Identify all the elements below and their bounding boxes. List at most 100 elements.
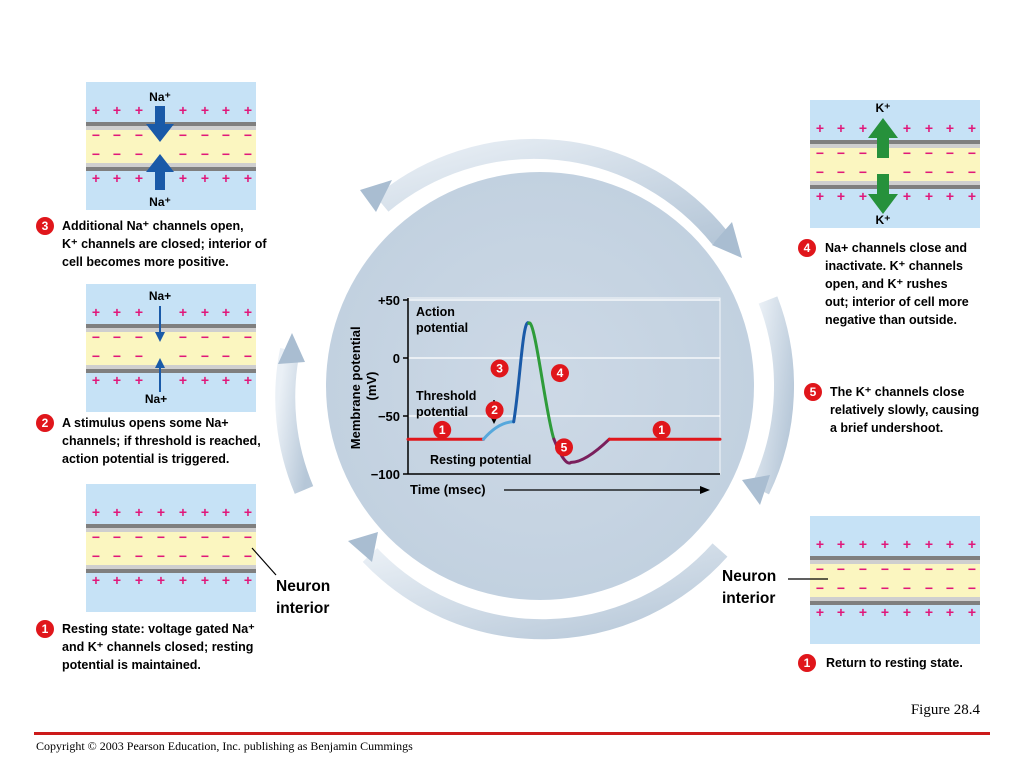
charge-sign: − xyxy=(925,145,933,161)
step2-caption-line: A stimulus opens some Na+ xyxy=(62,416,229,430)
charge-sign: − xyxy=(222,548,230,564)
charge-sign: − xyxy=(179,127,187,143)
charge-sign: − xyxy=(968,164,976,180)
k-outflow-arrows-step4 xyxy=(868,118,898,214)
charge-sign: − xyxy=(903,580,911,596)
charge-sign: + xyxy=(903,604,911,620)
charge-sign: + xyxy=(222,504,230,520)
charge-sign: + xyxy=(859,604,867,620)
charge-sign: + xyxy=(816,120,824,136)
charge-sign: + xyxy=(903,536,911,552)
charge-sign: + xyxy=(881,536,889,552)
charge-sign: − xyxy=(157,548,165,564)
cycle-circle xyxy=(326,172,754,600)
charge-sign: + xyxy=(222,372,230,388)
charge-sign: + xyxy=(837,604,845,620)
phase-marker-label: 5 xyxy=(561,440,568,454)
neuron-interior-label-right: Neuron interior xyxy=(722,566,776,610)
step2-caption: A stimulus opens some Na+ channels; if t… xyxy=(62,414,261,468)
charge-sign: + xyxy=(244,102,252,118)
na-label-top-step2: Na+ xyxy=(149,289,171,303)
membrane-potential-chart: +500−50−100 Membrane potential (mV) Time… xyxy=(348,293,722,497)
phase-marker-badge xyxy=(433,420,452,439)
charge-sign: − xyxy=(244,329,252,345)
charge-sign: − xyxy=(135,548,143,564)
charge-sign: + xyxy=(968,604,976,620)
charge-sign: + xyxy=(135,304,143,320)
figure-number: Figure 28.4 xyxy=(910,702,980,718)
charge-sign: − xyxy=(113,146,121,162)
y-tick-label: 0 xyxy=(393,351,400,366)
charge-sign: + xyxy=(903,188,911,204)
charge-sign: − xyxy=(113,348,121,364)
step1-caption-line: potential is maintained. xyxy=(62,658,201,672)
charge-sign: − xyxy=(816,580,824,596)
neuron-interior-line: interior xyxy=(276,600,330,617)
step4-caption-line: Na+ channels close and xyxy=(825,241,968,255)
x-axis-label: Time (msec) xyxy=(410,482,486,497)
chart-gridlines xyxy=(408,299,720,417)
membrane-panel-step3 xyxy=(86,82,256,210)
curve-segment-rising xyxy=(512,321,531,424)
na-label-bottom-step2: Na+ xyxy=(145,392,167,406)
time-arrow xyxy=(504,486,710,494)
step2-caption-line: channels; if threshold is reached, xyxy=(62,434,261,448)
neuron-interior-line: interior xyxy=(722,590,776,607)
charge-sign: − xyxy=(92,127,100,143)
charge-sign: + xyxy=(113,372,121,388)
action-potential-curve xyxy=(406,321,722,465)
return-caption: Return to resting state. xyxy=(826,654,963,672)
step3-caption-line: K⁺ channels are closed; interior of xyxy=(62,237,267,251)
charge-sign: − xyxy=(925,164,933,180)
charge-signs: +++++++−−−−−−−−−−−−−−++++++++++++++−−−−−… xyxy=(92,102,976,620)
charge-sign: − xyxy=(201,548,209,564)
threshold-annotation: Threshold potential xyxy=(416,389,480,419)
charge-sign: + xyxy=(92,170,100,186)
step3-badge: 3 xyxy=(36,217,54,235)
charge-sign: + xyxy=(201,504,209,520)
curve-segment-falling xyxy=(527,321,556,441)
step4-caption-line: negative than outside. xyxy=(825,313,957,327)
charge-sign: + xyxy=(92,572,100,588)
charge-sign: + xyxy=(92,372,100,388)
charge-sign: − xyxy=(179,329,187,345)
charge-sign: + xyxy=(113,572,121,588)
membrane-panel-step4 xyxy=(810,100,980,228)
charge-sign: + xyxy=(946,604,954,620)
charge-sign: − xyxy=(925,580,933,596)
charge-sign: + xyxy=(946,120,954,136)
charge-sign: + xyxy=(92,102,100,118)
charge-sign: − xyxy=(837,561,845,577)
copyright-notice: Copyright © 2003 Pearson Education, Inc.… xyxy=(36,739,413,753)
resting-potential-annotation: Resting potential xyxy=(430,453,531,467)
step3-caption-line: Additional Na⁺ channels open, xyxy=(62,219,244,233)
na-inflow-arrows-step2 xyxy=(155,306,165,392)
y-tick-label: −100 xyxy=(371,467,400,482)
charge-sign: − xyxy=(859,580,867,596)
charge-sign: − xyxy=(881,580,889,596)
charge-sign: + xyxy=(925,120,933,136)
return-caption-line: Return to resting state. xyxy=(826,656,963,670)
charge-sign: + xyxy=(881,604,889,620)
charge-sign: − xyxy=(968,561,976,577)
charge-sign: − xyxy=(201,329,209,345)
charge-sign: + xyxy=(179,504,187,520)
cycle-arrows xyxy=(275,138,795,640)
neuron-interior-pointer-left xyxy=(251,547,277,576)
charge-sign: − xyxy=(201,127,209,143)
charge-sign: − xyxy=(113,329,121,345)
charge-sign: + xyxy=(968,536,976,552)
charge-sign: + xyxy=(179,372,187,388)
y-ticks: +500−50−100 xyxy=(371,293,408,482)
charge-sign: − xyxy=(244,127,252,143)
charge-sign: + xyxy=(157,572,165,588)
charge-sign: + xyxy=(92,504,100,520)
charge-sign: + xyxy=(859,120,867,136)
step1-caption-line: and K⁺ channels closed; resting xyxy=(62,640,254,654)
charge-sign: + xyxy=(113,304,121,320)
charge-sign: + xyxy=(135,102,143,118)
step5-caption-line: a brief undershoot. xyxy=(830,421,944,435)
phase-marker-label: 1 xyxy=(658,423,665,437)
step4-caption-line: open, and K⁺ rushes xyxy=(825,277,948,291)
